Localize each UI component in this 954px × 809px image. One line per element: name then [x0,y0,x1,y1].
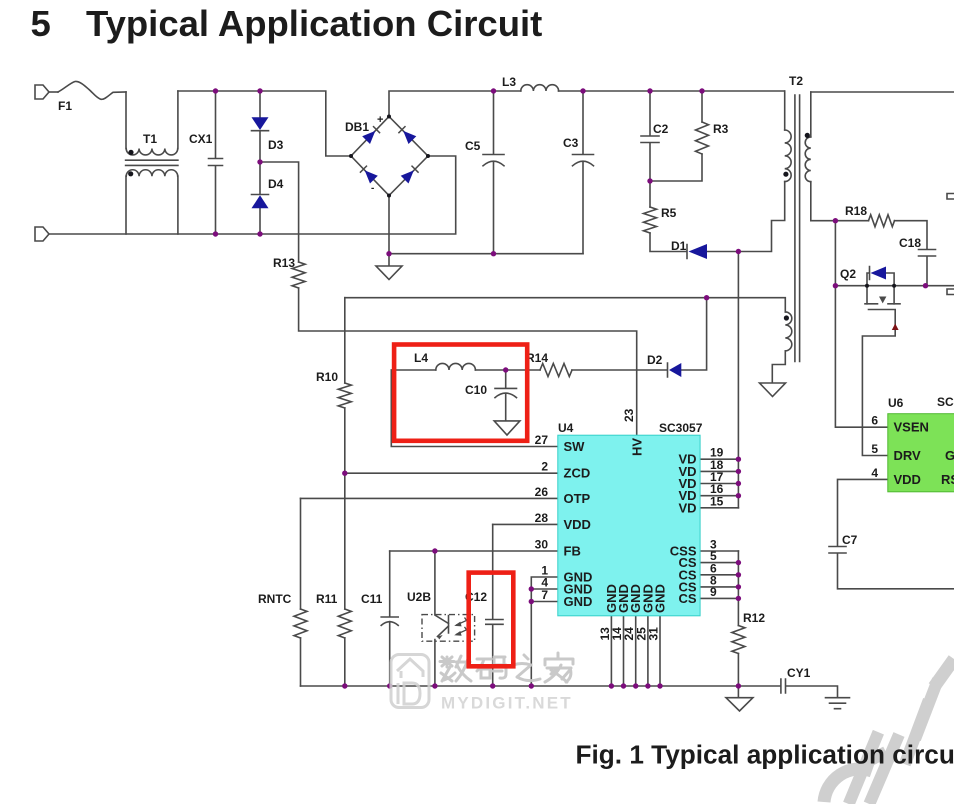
svg-text:27: 27 [535,433,549,447]
svg-text:R10: R10 [316,370,338,384]
svg-text:L4: L4 [414,351,428,365]
svg-text:R18: R18 [845,204,867,218]
svg-text:23: 23 [622,408,636,422]
svg-text:T1: T1 [143,132,157,146]
svg-text:L3: L3 [502,75,516,89]
svg-text:30: 30 [535,538,549,552]
svg-text:2: 2 [541,460,548,474]
svg-text:6: 6 [871,414,878,428]
svg-text:DRV: DRV [894,448,922,463]
svg-text:RNTC: RNTC [258,592,292,606]
svg-text:T2: T2 [789,74,803,88]
svg-text:D3: D3 [268,138,284,152]
svg-text:5: 5 [871,442,878,456]
svg-text:R3: R3 [713,122,729,136]
svg-text:U2B: U2B [407,590,431,604]
svg-text:31: 31 [647,627,661,641]
svg-text:7: 7 [541,588,548,602]
svg-text:G: G [945,448,954,463]
svg-text:HV: HV [630,438,645,456]
svg-text:DB1: DB1 [345,120,369,134]
svg-text:Typical Application Circuit: Typical Application Circuit [86,3,542,44]
svg-text:CY1: CY1 [787,666,811,680]
svg-text:5: 5 [31,3,51,44]
svg-text:MYDIGIT.NET: MYDIGIT.NET [441,694,573,713]
svg-text:C5: C5 [465,139,481,153]
svg-text:C11: C11 [361,592,383,606]
svg-text:9: 9 [710,585,717,599]
svg-text:R13: R13 [273,256,295,270]
svg-text:ZCD: ZCD [564,466,591,481]
svg-text:D1: D1 [671,239,687,253]
svg-text:F1: F1 [58,99,72,113]
svg-text:R12: R12 [743,611,765,625]
svg-text:C3: C3 [563,136,579,150]
svg-text:Fig. 1 Typical application cir: Fig. 1 Typical application circuit [576,740,954,770]
svg-text:VSEN: VSEN [894,420,929,435]
svg-text:U6: U6 [888,396,904,410]
svg-text:SW: SW [564,439,586,454]
svg-text:Q2: Q2 [840,267,856,281]
svg-text:15: 15 [710,494,724,508]
svg-text:+: + [377,114,383,126]
svg-text:SC3057: SC3057 [659,421,703,435]
svg-text:28: 28 [535,511,549,525]
svg-text:R5: R5 [661,206,677,220]
svg-text:CS: CS [678,591,696,606]
svg-text:C10: C10 [465,383,487,397]
svg-text:C18: C18 [899,236,921,250]
svg-text:4: 4 [871,466,878,480]
svg-text:GND: GND [564,594,593,609]
svg-text:26: 26 [535,485,549,499]
svg-text:OTP: OTP [564,491,591,506]
svg-text:FB: FB [564,544,581,559]
svg-text:C7: C7 [842,533,858,547]
svg-text:-: - [371,183,374,194]
svg-text:SC35: SC35 [937,395,954,409]
svg-text:D4: D4 [268,177,284,191]
svg-text:GND: GND [653,584,668,613]
svg-text:U4: U4 [558,421,574,435]
svg-text:C2: C2 [653,122,669,136]
svg-text:VDD: VDD [894,472,921,487]
svg-text:D2: D2 [647,353,663,367]
svg-text:R11: R11 [316,592,338,606]
svg-text:CX1: CX1 [189,132,213,146]
svg-text:VD: VD [678,500,696,515]
svg-text:VDD: VDD [564,517,591,532]
svg-text:RS: RS [941,472,954,487]
